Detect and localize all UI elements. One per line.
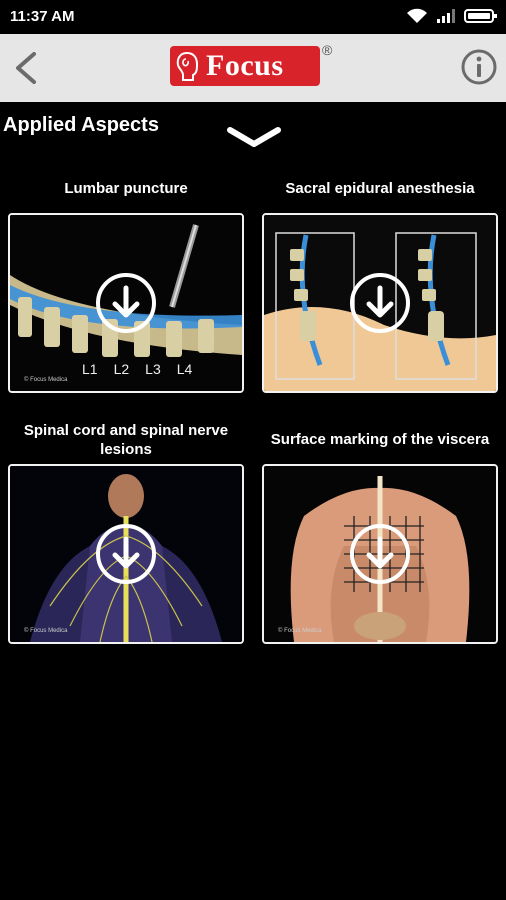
- thumbnail-spinal-cord-lesions[interactable]: © Focus Medica: [8, 464, 244, 644]
- signal-icon: [437, 9, 455, 23]
- back-arrow-icon[interactable]: [12, 52, 42, 84]
- download-icon[interactable]: [95, 523, 157, 585]
- image-credit: © Focus Medica: [278, 628, 322, 634]
- thumbnail-lumbar-puncture[interactable]: L1 L2 L3 L4 © Focus Medica: [8, 213, 244, 393]
- download-icon[interactable]: [349, 523, 411, 585]
- status-bar: 11:37 AM: [0, 0, 506, 34]
- app-bar: Focus ®: [0, 34, 506, 102]
- vertebra-label: L4: [176, 361, 193, 377]
- vertebra-labels: L1 L2 L3 L4: [82, 361, 192, 377]
- download-icon[interactable]: [349, 272, 411, 334]
- chevron-down-icon[interactable]: [226, 124, 282, 150]
- card-title-sacral-epidural: Sacral epidural anesthesia: [285, 180, 475, 197]
- brand-logo: Focus: [170, 46, 320, 86]
- wifi-icon: [407, 8, 427, 23]
- thumbnail-surface-marking[interactable]: © Focus Medica: [262, 464, 498, 644]
- logo-head-icon: [170, 46, 204, 86]
- vertebra-label: L2: [113, 361, 130, 377]
- vertebra-label: L1: [82, 361, 98, 377]
- spinal-cord-illustration: [10, 466, 242, 642]
- battery-icon: [464, 9, 497, 23]
- thumbnail-sacral-epidural[interactable]: [262, 213, 498, 393]
- section-title: Applied Aspects: [3, 114, 159, 136]
- image-credit: © Focus Medica: [24, 377, 68, 383]
- vertebra-label: L3: [145, 361, 161, 377]
- card-title-lumbar-puncture: Lumbar puncture: [64, 180, 188, 197]
- registered-mark: ®: [322, 42, 333, 58]
- status-time: 11:37 AM: [10, 8, 75, 25]
- status-icons: [406, 8, 498, 24]
- logo-text: Focus: [206, 49, 284, 82]
- card-title-surface-marking: Surface marking of the viscera: [270, 431, 490, 448]
- card-title-spinal-cord-lesions: Spinal cord and spinal nerve lesions: [23, 422, 229, 458]
- image-credit: © Focus Medica: [24, 628, 68, 634]
- download-icon[interactable]: [95, 272, 157, 334]
- info-icon[interactable]: [460, 48, 498, 86]
